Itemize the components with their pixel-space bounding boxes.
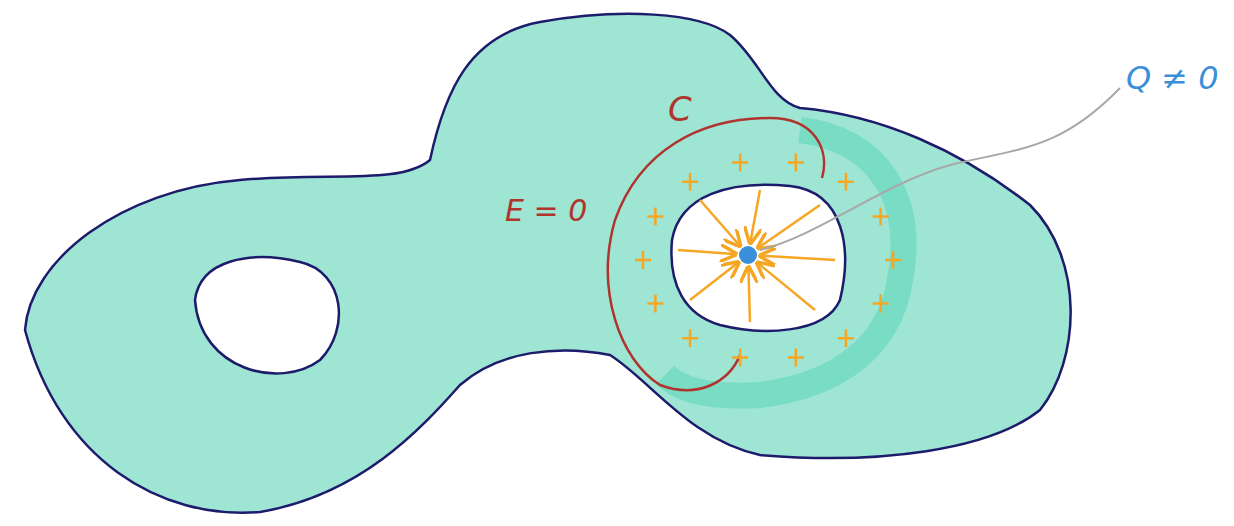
plus-charge — [838, 173, 854, 191]
leader-line — [760, 88, 1120, 250]
plus-charge — [682, 173, 698, 191]
plus-charge — [647, 208, 663, 226]
charge-label: Q ≠ 0 — [1126, 62, 1219, 94]
cavity-outline — [671, 185, 845, 331]
plus-charge — [635, 251, 651, 269]
field-lines — [678, 190, 835, 322]
plus-charge — [873, 208, 889, 226]
plus-charge — [732, 154, 748, 172]
field-line — [690, 264, 737, 300]
plus-charge — [682, 329, 698, 347]
field-line — [748, 269, 750, 322]
field-label: E = 0 — [505, 196, 587, 226]
curve-c — [608, 118, 824, 390]
plus-charge — [838, 329, 854, 347]
field-line — [751, 190, 760, 241]
field-band — [665, 130, 903, 396]
field-line — [700, 200, 739, 244]
conductor-body — [25, 14, 1071, 513]
plus-charge — [788, 154, 804, 172]
plus-charge — [885, 251, 901, 269]
induced-charges — [635, 154, 901, 367]
hole-outline — [195, 257, 339, 373]
plus-charge — [873, 294, 889, 312]
plus-charge — [647, 294, 663, 312]
plus-charge — [788, 348, 804, 366]
field-line — [762, 256, 835, 260]
point-charge — [739, 246, 757, 264]
plus-charge — [732, 348, 748, 366]
conductor-outline — [25, 14, 1071, 513]
field-line — [678, 250, 734, 254]
field-line — [759, 264, 815, 310]
curve-label: C — [668, 92, 692, 126]
